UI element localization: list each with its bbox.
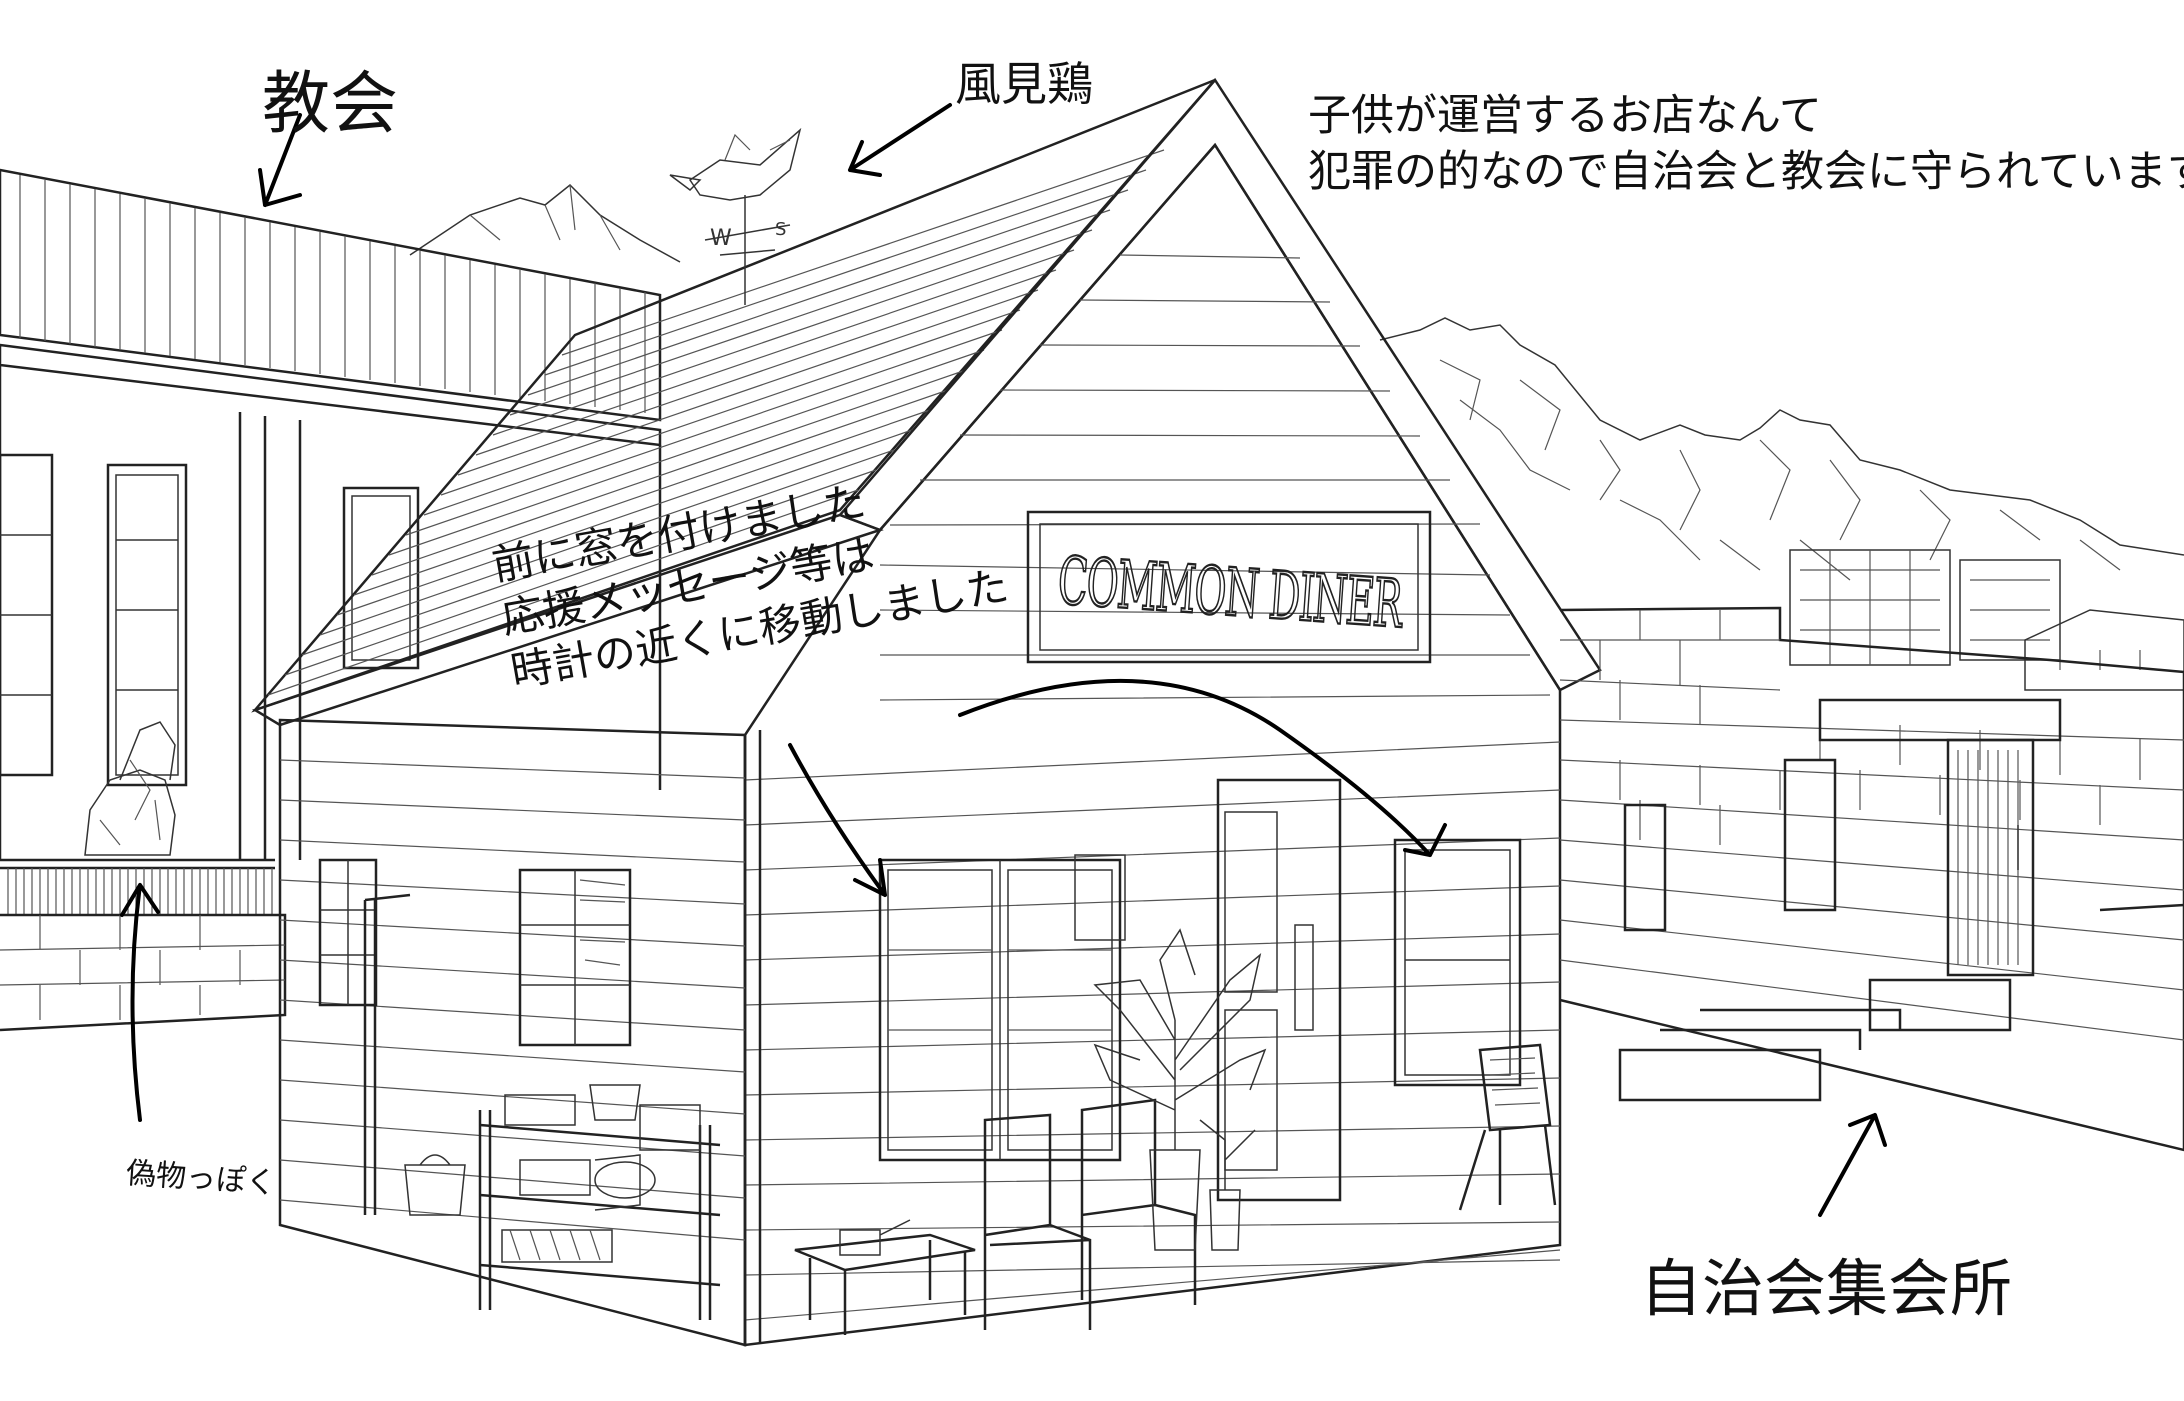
label-weathervane: 風見鶏	[955, 57, 1093, 111]
church-fence	[0, 858, 275, 915]
arrow-window-left	[788, 743, 887, 897]
note-kids-line1: 子供が運営するお店なんて	[1308, 91, 1822, 141]
lion-statue-icon	[84, 721, 176, 856]
community-hall	[1559, 606, 2184, 1152]
outdoor-shelf	[478, 1084, 721, 1320]
arrow-hall	[1818, 1113, 1887, 1217]
weathervane-icon: W S	[669, 127, 802, 305]
front-window-left	[878, 854, 1126, 1162]
diner-sign: COMMON DINER	[1026, 510, 1432, 664]
small-table	[794, 1219, 976, 1335]
potted-plant-icon	[1093, 928, 1267, 1251]
menu-easel	[1458, 1043, 1557, 1211]
background-buildings	[1789, 549, 2184, 691]
diner-roof-planks	[267, 149, 1165, 696]
note-kids-shop: 子供が運営するお店なんて犯罪の的なので自治会と教会に守られています	[1308, 88, 2184, 200]
svg-text:W: W	[710, 226, 732, 251]
mountains	[409, 183, 2184, 581]
front-window-right	[1393, 838, 1522, 1087]
annotation-arrows	[120, 103, 1887, 1217]
diner-siding-side	[279, 759, 746, 1241]
sign-text: COMMON DINER	[1056, 542, 1407, 643]
label-church: 教会	[262, 65, 399, 144]
note-kids-line2: 犯罪の的なので自治会と教会に守られています	[1308, 147, 2184, 197]
props	[404, 928, 1557, 1335]
arrow-window-right	[958, 678, 1447, 857]
svg-text:S: S	[775, 219, 786, 240]
diner-door	[1216, 778, 1342, 1202]
diner-building: W S COMMON DINER	[251, 77, 1602, 1347]
arrow-church	[258, 113, 302, 207]
hall-bricks	[1559, 610, 2184, 1041]
church-roof-ridges	[19, 175, 646, 413]
chairs	[983, 1098, 1197, 1330]
church-low-wall	[0, 913, 287, 1032]
label-community-hall: 自治会集会所	[1640, 1252, 2013, 1325]
arrow-vane	[848, 103, 952, 177]
arrow-fake	[120, 883, 160, 1122]
diner-siding-front	[744, 254, 1561, 1321]
